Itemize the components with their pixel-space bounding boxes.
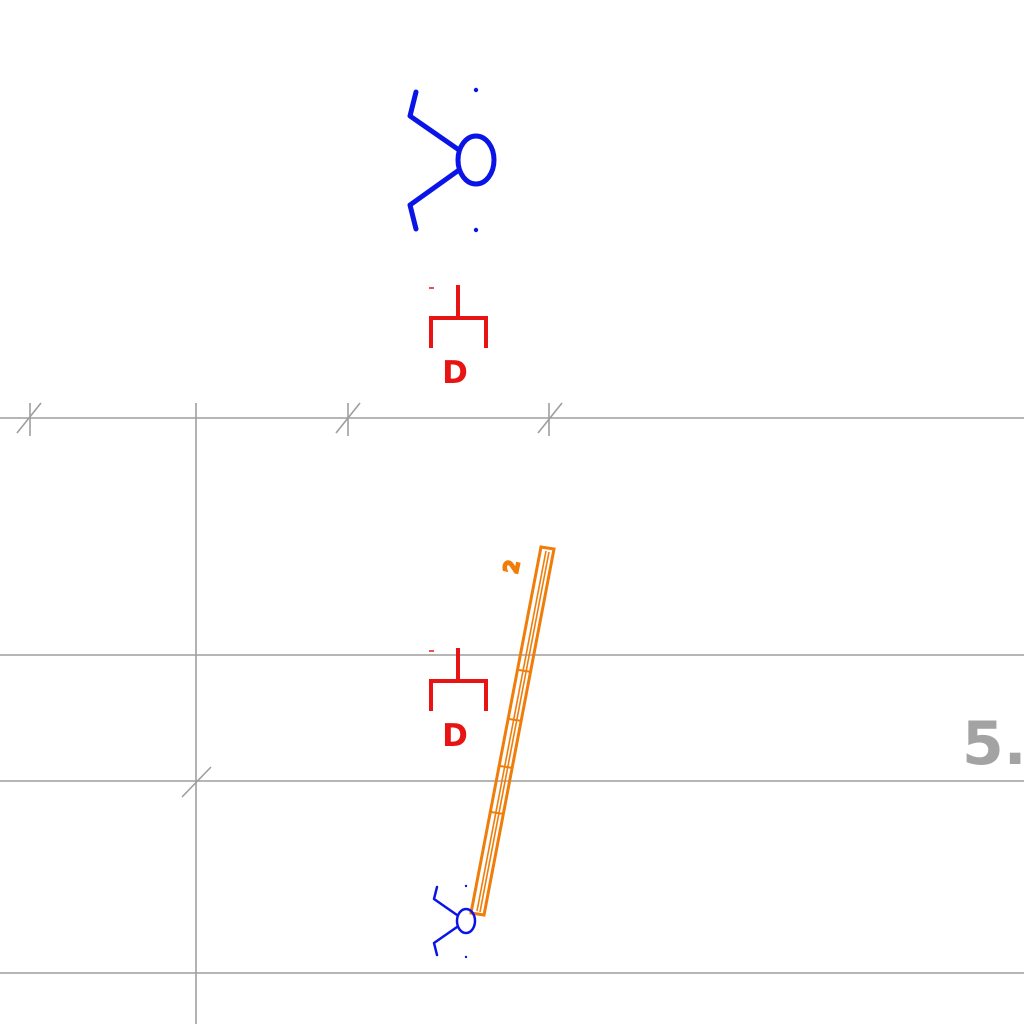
tick-mark — [181, 766, 212, 798]
member-cross-tick — [508, 718, 523, 722]
fixture-lamp-circle — [455, 133, 497, 187]
fixture-dot — [473, 227, 479, 233]
device-label: D — [442, 718, 468, 754]
fixture-upper-arm — [407, 89, 462, 153]
device-label: D — [442, 355, 468, 391]
grid-ticks — [16, 402, 563, 798]
member-cross-tick — [490, 811, 505, 815]
tick-mark — [16, 402, 42, 434]
member-inner-line — [476, 550, 547, 912]
fixture-upper-arm — [432, 885, 459, 917]
device-bracket — [429, 679, 488, 711]
fixture-lamp-circle — [455, 907, 477, 935]
drop-symbol-icon[interactable]: D — [429, 648, 488, 754]
fixture-lower-arm — [407, 167, 462, 232]
member-outline — [469, 545, 556, 917]
edge-label: 5. — [962, 709, 1024, 779]
grid — [0, 403, 1024, 1024]
tick-mark — [537, 402, 563, 434]
fixture-lower-arm — [432, 925, 459, 957]
member-cross-tick — [518, 669, 533, 673]
member-inner-line — [479, 551, 550, 913]
member-cross-tick — [499, 765, 514, 769]
member-tag: 2 — [500, 559, 524, 575]
drop-symbol-icon[interactable]: D — [429, 285, 488, 391]
structural-member[interactable]: 2 — [469, 545, 556, 917]
device-bracket — [429, 316, 488, 348]
fixture-dot — [473, 87, 479, 93]
fixture-dot — [464, 955, 468, 959]
luminaire-symbol-icon[interactable] — [407, 87, 497, 233]
fixture-dot — [464, 884, 468, 888]
luminaire-symbol-icon[interactable] — [432, 884, 477, 959]
